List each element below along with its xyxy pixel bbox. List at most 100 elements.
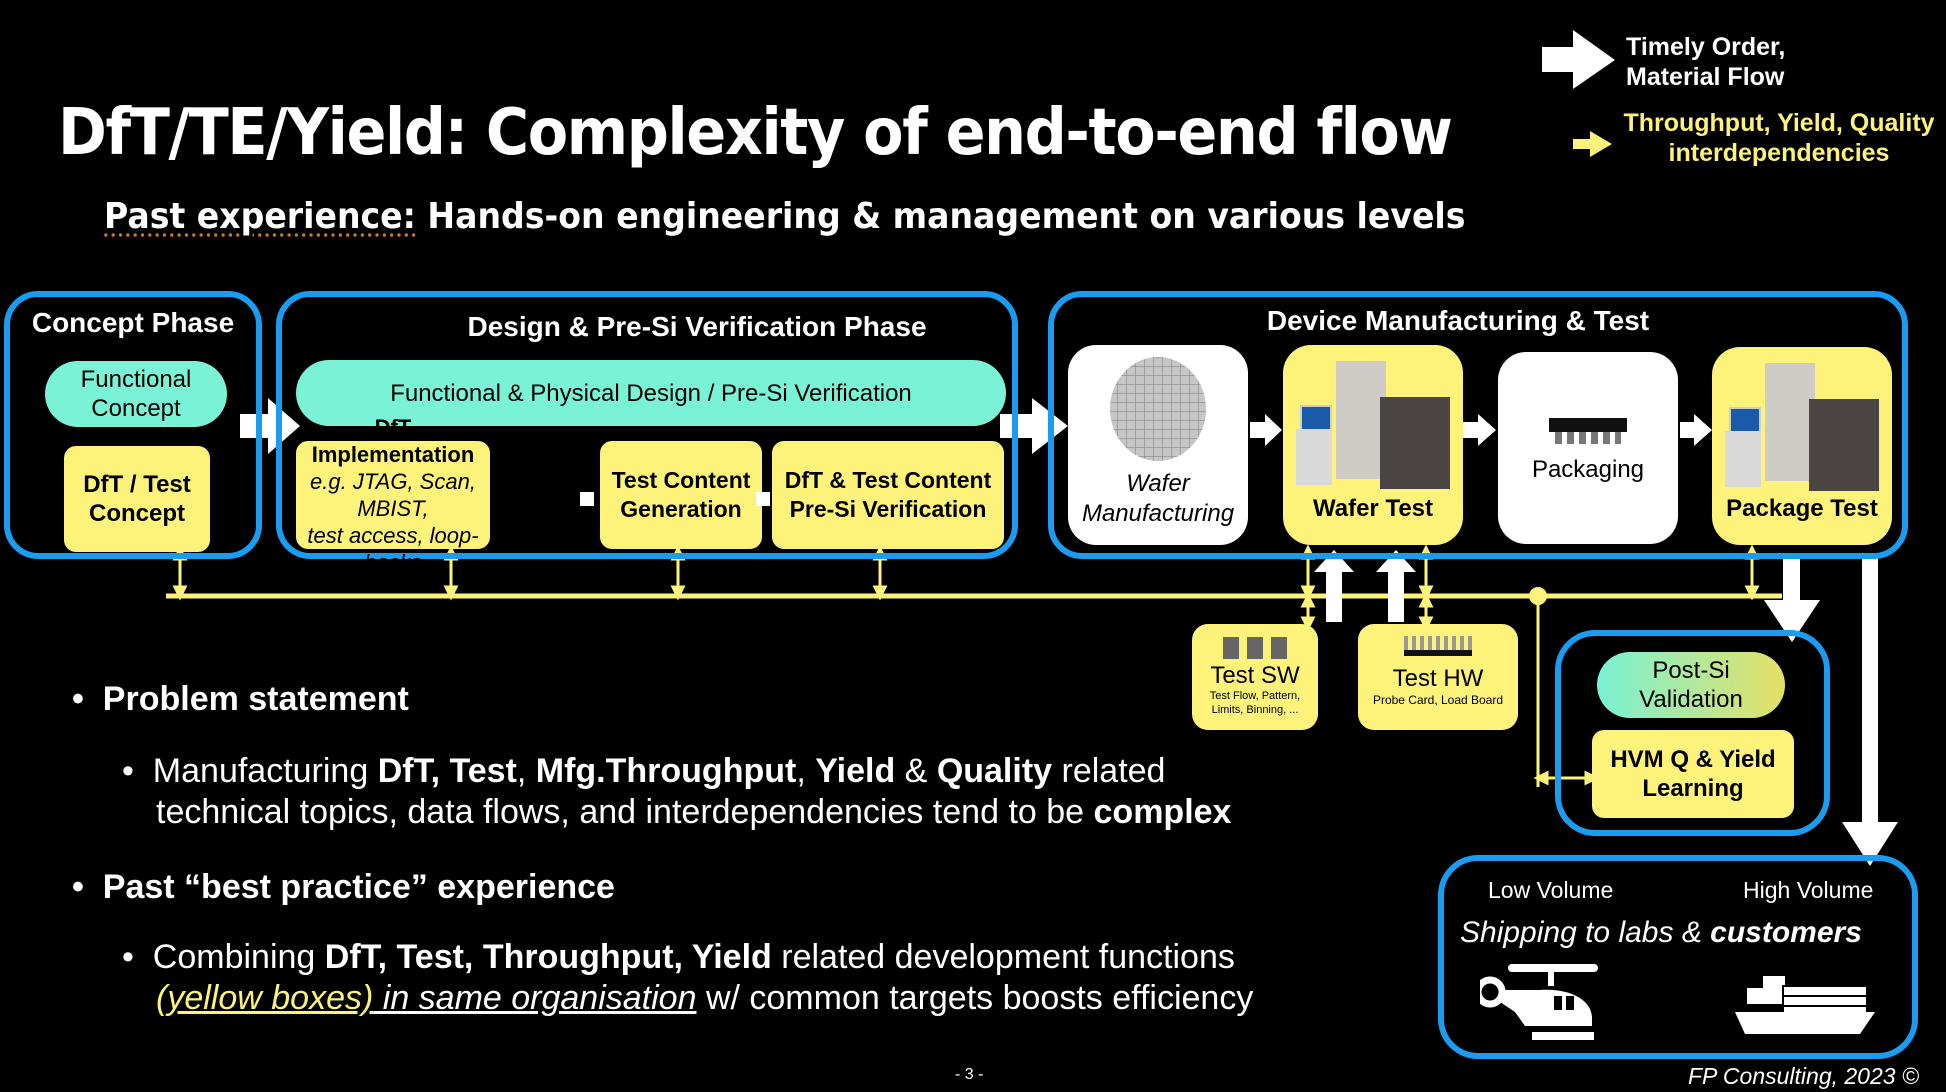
- package-chip-icon: [1549, 418, 1627, 444]
- problem-line1-seg: ,: [796, 752, 816, 790]
- concept-phase-title: Concept Phase: [31, 307, 235, 338]
- design-connector-2: [756, 492, 770, 506]
- legend-yellow-line1: Throughput, Yield, Quality: [1623, 109, 1935, 137]
- flow-arrow-test-to-pack: [1462, 414, 1496, 446]
- wafer-mfg-line1: Wafer: [1126, 470, 1190, 497]
- practice-yellow-boxes: (yellow boxes): [156, 979, 374, 1017]
- practice-line2-rest: w/ common targets boosts efficiency: [696, 979, 1254, 1017]
- flow-arrow-wafer-to-test: [1250, 414, 1282, 446]
- page-number: - 3 -: [955, 1066, 984, 1083]
- bullet-practice-line1: • Combining DfT, Test, Throughput, Yield…: [122, 938, 1235, 976]
- bullet-problem-line2: technical topics, data flows, and interd…: [156, 793, 1231, 832]
- problem-line1-seg: Mfg.Throughput: [535, 752, 797, 790]
- shipping-text: Shipping to labs & customers: [1460, 916, 1862, 950]
- legend-white: Timely Order, Material Flow: [1626, 32, 1785, 92]
- problem-line2-bold: complex: [1093, 793, 1232, 831]
- legend-white-line2: Material Flow: [1626, 63, 1785, 91]
- wafer-icon: [1110, 357, 1206, 461]
- wafer-mfg-line2: Manufacturing: [1081, 500, 1235, 527]
- bullet-problem-heading: • Problem statement: [72, 680, 409, 718]
- dft-verif-line2: Pre-Si Verification: [789, 496, 987, 522]
- packaging-label: Packaging: [1531, 456, 1645, 483]
- problem-line2-normal: technical topics, data flows, and interd…: [156, 793, 1094, 831]
- functional-physical-design-box: Functional & Physical Design / Pre-Si Ve…: [296, 360, 1006, 426]
- dft-impl-line3: test access, loop-backs: [307, 523, 479, 575]
- wafer-test-label: Wafer Test: [1312, 495, 1434, 522]
- problem-line1-seg: Manufacturing: [152, 752, 378, 790]
- dft-test-concept-box: DfT / Test Concept: [64, 446, 210, 552]
- test-content-generation-box: Test Content Generation: [600, 441, 762, 549]
- helicopter-icon: [1480, 964, 1598, 1040]
- test-content-line2: Generation: [620, 496, 742, 522]
- dft-impl-line2: e.g. JTAG, Scan, MBIST,: [310, 469, 476, 521]
- dft-impl-title: DfT Implementation: [311, 415, 475, 467]
- design-connector-1: [580, 492, 594, 506]
- flow-arrow-to-post-si: [1764, 553, 1820, 642]
- problem-line1-seg: Quality: [936, 752, 1053, 790]
- bullet-practice-line2: (yellow boxes) in same organisation w/ c…: [156, 979, 1253, 1018]
- legend-yellow: Throughput, Yield, Quality interdependen…: [1614, 108, 1944, 168]
- practice-line1-a: Combining: [152, 938, 325, 976]
- document-icon: [1223, 637, 1239, 659]
- hvm-yield-learning-box: HVM Q & Yield Learning: [1592, 730, 1794, 818]
- functional-concept-box: Functional Concept: [45, 361, 227, 427]
- subtitle-underlined: Past experience:: [104, 196, 416, 237]
- package-test-box: Package Test: [1712, 347, 1892, 545]
- high-volume-label: High Volume: [1743, 877, 1874, 903]
- problem-line1-seg: Yield: [815, 752, 896, 790]
- white-arrow-icon: [1542, 30, 1615, 89]
- copyright: FP Consulting, 2023 ©: [1688, 1063, 1919, 1089]
- document-icons: [1223, 637, 1287, 659]
- practice-line1-b: DfT, Test, Throughput, Yield: [324, 938, 772, 976]
- subtitle-rest: Hands-on engineering & management on var…: [415, 196, 1466, 237]
- wafer-manufacturing-box: Wafer Manufacturing: [1068, 345, 1248, 545]
- legend-white-line1: Timely Order,: [1626, 33, 1786, 61]
- dft-verif-line1: DfT & Test Content: [784, 467, 992, 493]
- wafer-test-box: Wafer Test: [1283, 345, 1463, 545]
- test-hw-sub1: Probe Card, Load Board: [1372, 693, 1504, 707]
- test-sw-title: Test SW: [1210, 662, 1300, 689]
- problem-heading-text: Problem statement: [102, 680, 409, 718]
- post-si-validation-box: Post-Si Validation: [1597, 652, 1785, 718]
- test-sw-sub1: Test Flow, Pattern,: [1209, 690, 1301, 702]
- page-subtitle: Past experience: Hands-on engineering & …: [104, 196, 1465, 237]
- problem-line1-seg: DfT, Test: [377, 752, 517, 790]
- packaging-box: Packaging: [1498, 352, 1678, 544]
- flow-arrow-hw-up: [1376, 550, 1416, 622]
- probe-card-icon: [1404, 636, 1472, 656]
- concept-phase-box: Concept Phase Functional Concept DfT / T…: [4, 291, 262, 559]
- tester-icon: [1717, 347, 1887, 495]
- legend-yellow-line2: interdependencies: [1668, 139, 1890, 167]
- problem-line1-text: Manufacturing DfT, Test, Mfg.Throughput,…: [153, 752, 1166, 790]
- practice-line1-c: related development functions: [771, 938, 1235, 976]
- post-si-line1: Post-Si: [1652, 657, 1730, 684]
- material-flow-arrows: [240, 398, 1898, 866]
- hvm-line1: HVM Q & Yield: [1610, 746, 1776, 773]
- design-phase-box: Design & Pre-Si Verification Phase Funct…: [276, 291, 1018, 575]
- manufacturing-phase-title: Device Manufacturing & Test: [1266, 305, 1650, 336]
- post-si-box: [1555, 630, 1830, 836]
- flow-arrow-sw-up: [1314, 550, 1354, 622]
- package-test-label: Package Test: [1726, 495, 1878, 522]
- functional-concept-line2: Concept: [91, 395, 181, 422]
- shipping-box: [1438, 855, 1918, 1059]
- practice-same-org: in same organisation: [373, 979, 697, 1017]
- bullet-practice-heading: • Past “best practice” experience: [72, 868, 615, 906]
- document-icon: [1271, 637, 1287, 659]
- practice-heading-text: Past “best practice” experience: [102, 868, 615, 906]
- tester-icon: [1288, 345, 1458, 495]
- flow-arrow-design-to-mfg: [1000, 398, 1068, 454]
- flow-arrow-to-shipping: [1842, 553, 1898, 866]
- functional-concept-line1: Functional: [80, 366, 192, 393]
- cargo-ship-icon: [1735, 976, 1875, 1034]
- flow-arrow-pack-to-pkgtest: [1680, 414, 1712, 446]
- test-content-line1: Test Content: [611, 467, 751, 493]
- test-hw-title: Test HW: [1392, 665, 1484, 692]
- shipping-text-normal: Shipping to labs &: [1460, 916, 1711, 949]
- dft-implementation-box: DfT Implementation e.g. JTAG, Scan, MBIS…: [296, 415, 490, 575]
- yellow-arrow-icon: [1573, 131, 1612, 157]
- post-si-line2: Validation: [1639, 686, 1743, 713]
- document-icon: [1247, 637, 1263, 659]
- test-sw-box: Test SW Test Flow, Pattern, Limits, Binn…: [1192, 624, 1318, 730]
